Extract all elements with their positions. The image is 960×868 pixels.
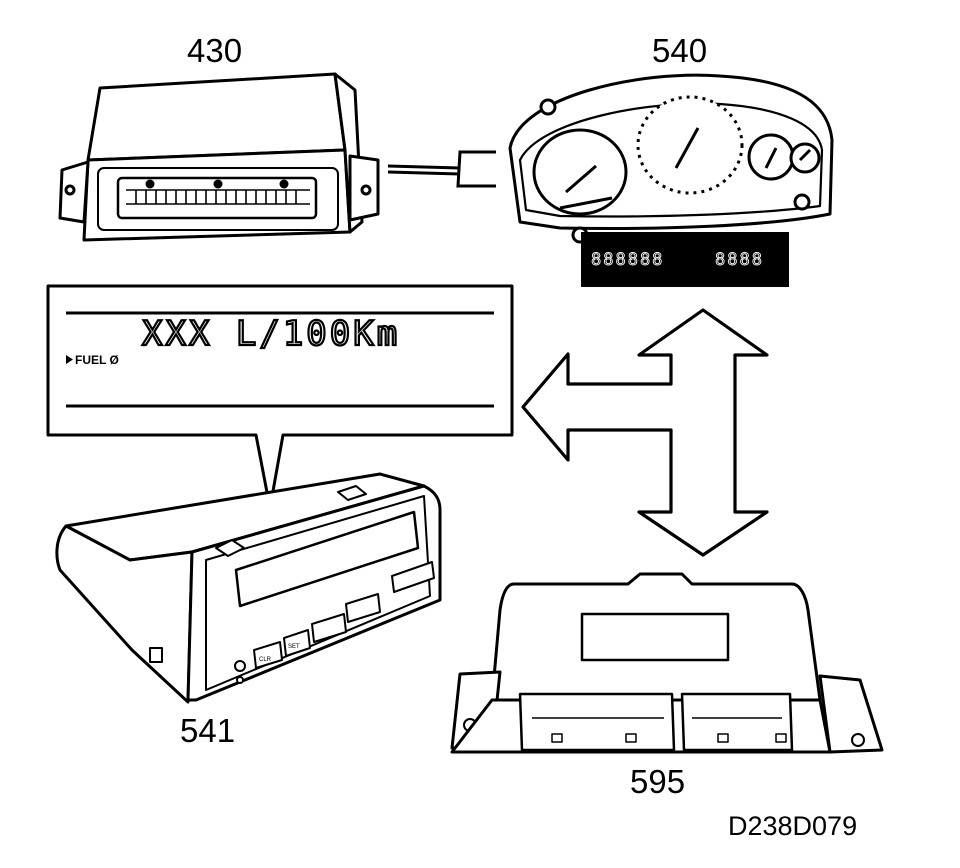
component-541: CLR SET 541 [55, 472, 442, 749]
play-arrow-icon [66, 355, 73, 364]
trip-digits: 8888 [715, 250, 764, 270]
callout-sub-label: FUEL Ø [75, 353, 119, 367]
sid-button-set: SET [288, 644, 300, 650]
bus-arrows [521, 308, 769, 557]
component-430: 430 [58, 32, 380, 242]
label-595: 595 [630, 763, 685, 800]
odometer-digits: 888888 [591, 250, 664, 270]
sid-button-clr: CLR [259, 657, 272, 663]
callout-main-text: XXX L/100Km [142, 314, 400, 354]
odometer-display [581, 232, 789, 287]
label-540: 540 [652, 32, 707, 69]
wire-link [387, 150, 496, 188]
component-540: 540 888888 8888 [508, 32, 834, 287]
label-430: 430 [187, 32, 242, 69]
component-595: 595 [450, 572, 884, 800]
display-callout: XXX L/100Km FUEL Ø [46, 284, 514, 510]
label-541: 541 [180, 712, 235, 749]
figure-reference: D238D079 [728, 811, 857, 841]
